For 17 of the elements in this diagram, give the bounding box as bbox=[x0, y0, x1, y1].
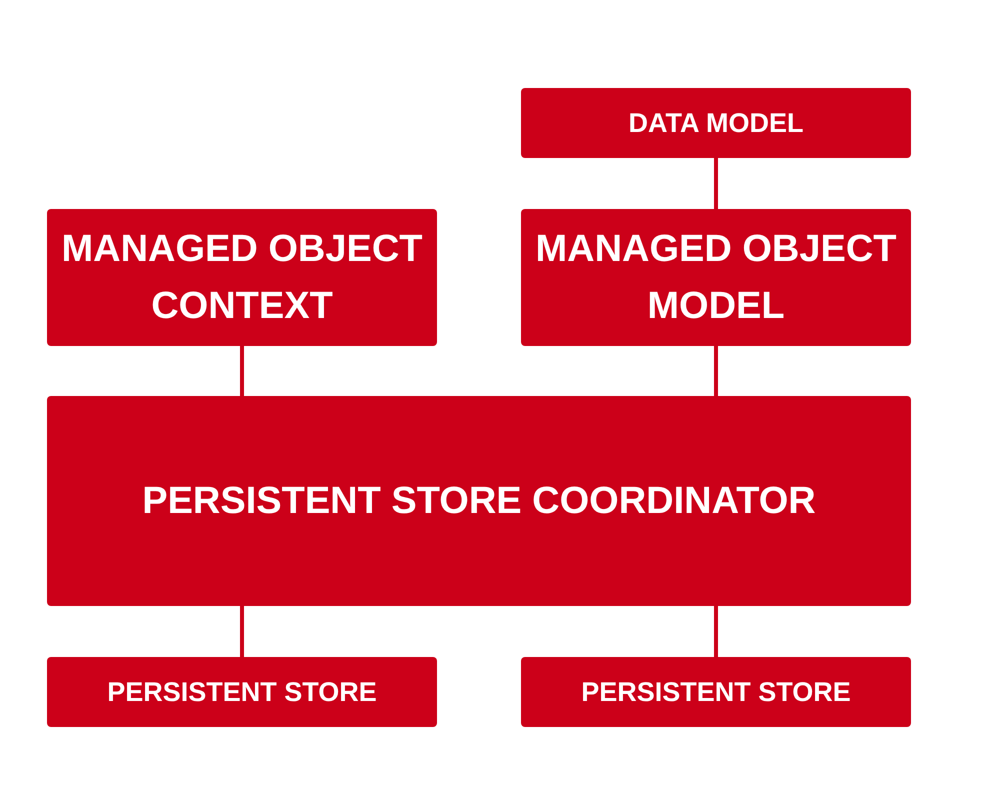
process-box bbox=[521, 657, 911, 727]
box-label: MANAGED OBJECT CONTEXT bbox=[60, 226, 424, 328]
box-label: DATA MODEL bbox=[628, 106, 804, 140]
process-box bbox=[521, 88, 911, 158]
process-box bbox=[47, 209, 437, 346]
connector-line bbox=[240, 606, 244, 657]
box-label: PERSISTENT STORE bbox=[107, 676, 377, 709]
process-box bbox=[47, 396, 911, 606]
box-label: PERSISTENT STORE COORDINATOR bbox=[142, 478, 816, 524]
connector-line bbox=[714, 158, 718, 209]
process-box bbox=[521, 209, 911, 346]
connector-line bbox=[714, 606, 718, 657]
connector-line bbox=[240, 346, 244, 396]
process-box bbox=[47, 657, 437, 727]
box-label: PERSISTENT STORE bbox=[581, 676, 851, 709]
box-label: MANAGED OBJECT MODEL bbox=[534, 226, 898, 328]
connector-line bbox=[714, 346, 718, 396]
